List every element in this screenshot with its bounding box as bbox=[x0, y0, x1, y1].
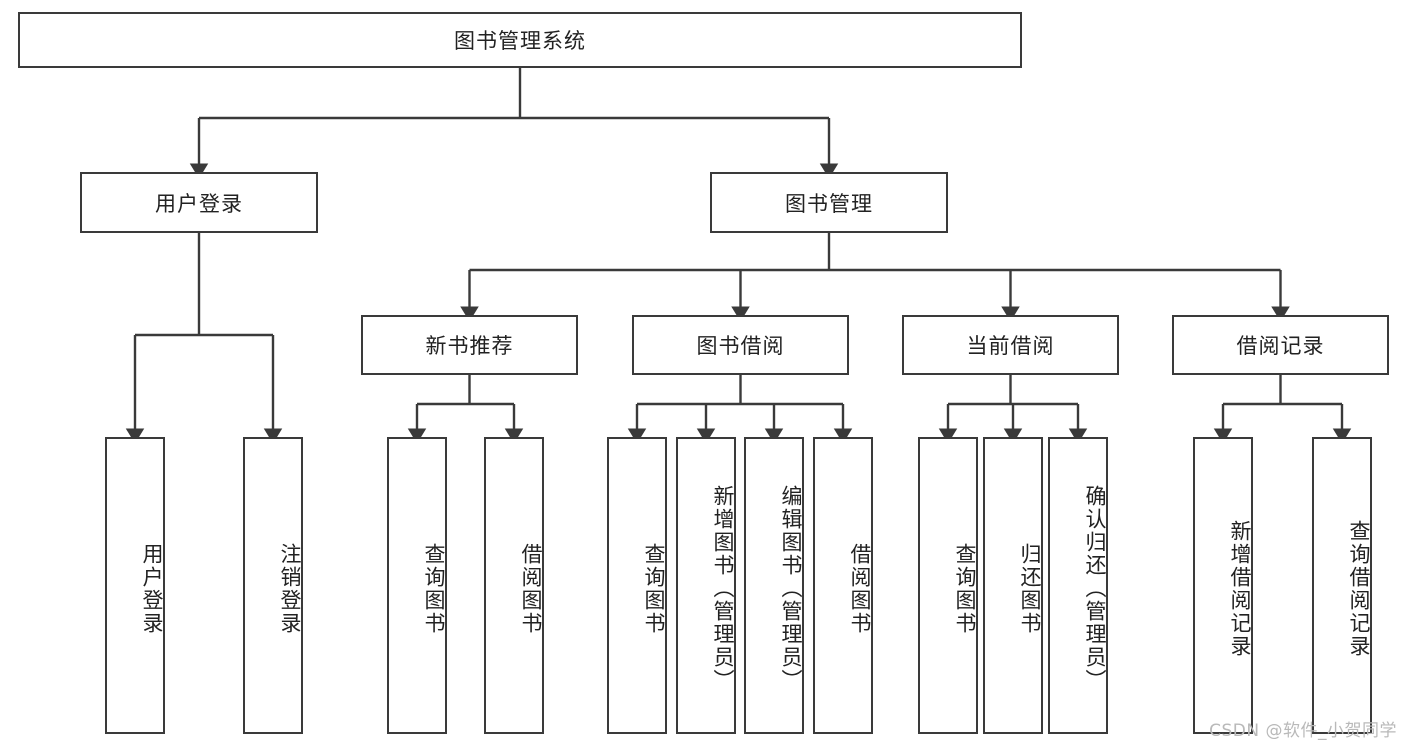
node-label: 借阅图书 bbox=[848, 542, 872, 635]
node-leaf-borrow-book-2[interactable]: 借阅图书 bbox=[813, 437, 873, 734]
node-label: 归还图书 bbox=[1018, 542, 1042, 635]
node-leaf-add-book[interactable]: 新增图书（管理员） bbox=[676, 437, 736, 734]
node-user-login[interactable]: 用户登录 bbox=[80, 172, 318, 233]
node-label: 新增图书（管理员） bbox=[711, 485, 735, 692]
node-label: 图书管理系统 bbox=[454, 29, 586, 53]
node-label: 注销登录 bbox=[278, 542, 302, 635]
node-leaf-add-record[interactable]: 新增借阅记录 bbox=[1193, 437, 1253, 734]
node-label: 查询借阅记录 bbox=[1347, 519, 1371, 658]
node-label: 新增借阅记录 bbox=[1228, 519, 1252, 658]
node-leaf-borrow-book-1[interactable]: 借阅图书 bbox=[484, 437, 544, 734]
node-leaf-edit-book[interactable]: 编辑图书（管理员） bbox=[744, 437, 804, 734]
node-leaf-query-book-1[interactable]: 查询图书 bbox=[387, 437, 447, 734]
node-borrow-record[interactable]: 借阅记录 bbox=[1172, 315, 1389, 375]
node-leaf-return-book[interactable]: 归还图书 bbox=[983, 437, 1043, 734]
node-label: 新书推荐 bbox=[425, 334, 514, 358]
node-root[interactable]: 图书管理系统 bbox=[18, 12, 1022, 68]
node-label: 用户登录 bbox=[155, 191, 243, 216]
node-label: 查询图书 bbox=[642, 542, 666, 635]
watermark-label: CSDN @软件_小贺同学 bbox=[1209, 721, 1397, 741]
node-label: 借阅图书 bbox=[519, 542, 543, 635]
node-leaf-query-book-3[interactable]: 查询图书 bbox=[918, 437, 978, 734]
node-label: 查询图书 bbox=[953, 542, 977, 635]
node-label: 用户登录 bbox=[140, 542, 164, 635]
node-leaf-logout[interactable]: 注销登录 bbox=[243, 437, 303, 734]
node-label: 编辑图书（管理员） bbox=[779, 485, 803, 692]
node-label: 图书借阅 bbox=[696, 334, 785, 358]
node-label: 借阅记录 bbox=[1236, 334, 1325, 358]
node-leaf-confirm-return[interactable]: 确认归还（管理员） bbox=[1048, 437, 1108, 734]
node-leaf-user-login[interactable]: 用户登录 bbox=[105, 437, 165, 734]
node-leaf-query-book-2[interactable]: 查询图书 bbox=[607, 437, 667, 734]
node-leaf-query-record[interactable]: 查询借阅记录 bbox=[1312, 437, 1372, 734]
node-label: 图书管理 bbox=[785, 191, 873, 216]
node-label: 查询图书 bbox=[422, 542, 446, 635]
node-current-borrow[interactable]: 当前借阅 bbox=[902, 315, 1119, 375]
node-label: 确认归还（管理员） bbox=[1083, 485, 1107, 692]
node-book-borrow[interactable]: 图书借阅 bbox=[632, 315, 849, 375]
node-new-book-recommend[interactable]: 新书推荐 bbox=[361, 315, 578, 375]
node-label: 当前借阅 bbox=[966, 334, 1055, 358]
node-book-manage[interactable]: 图书管理 bbox=[710, 172, 948, 233]
